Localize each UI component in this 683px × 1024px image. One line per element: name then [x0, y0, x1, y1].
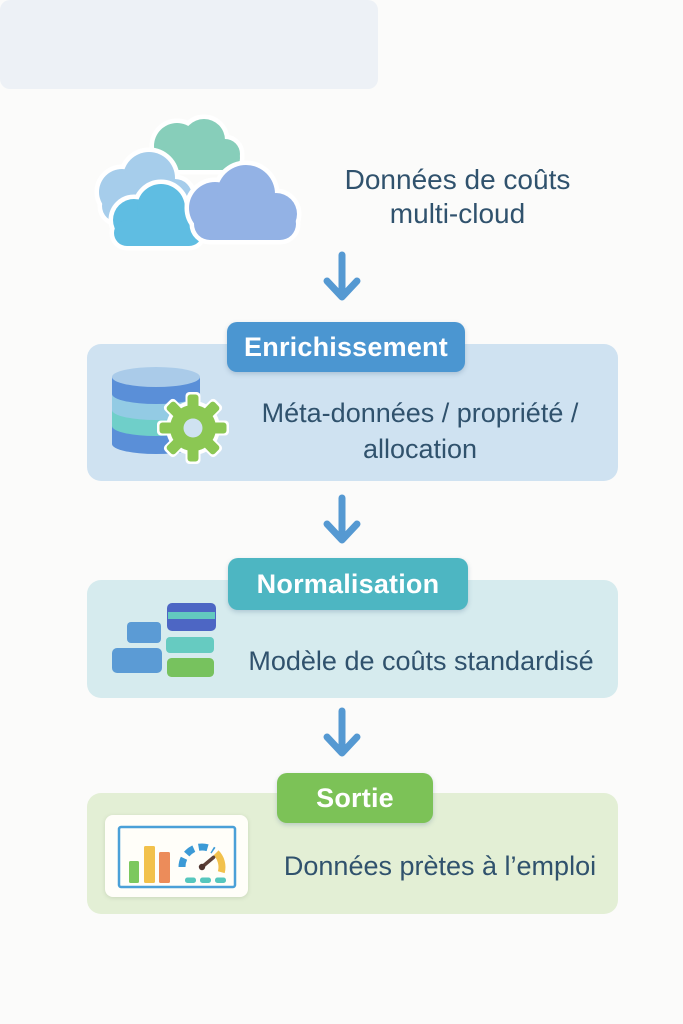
source-title: Données de coûts multi-cloud — [300, 163, 615, 231]
bar-chart-icon — [129, 846, 170, 883]
chart-frame — [117, 825, 237, 889]
dashboard-card — [105, 815, 248, 897]
source-title-line2: multi-cloud — [389, 198, 526, 229]
blocks-left — [112, 622, 162, 673]
blocks-right — [166, 603, 216, 677]
description-line: Modèle de coûts standardisé — [248, 646, 594, 676]
source-title-line1: Données de coûts — [344, 164, 571, 195]
flow-arrow-1 — [323, 251, 361, 301]
step-enrichissement-badge: Enrichissement — [227, 322, 465, 372]
gauge-icon — [178, 843, 226, 874]
step-normalisation-badge: Normalisation — [228, 558, 468, 610]
step-enrichissement-description: Méta-données / propriété / allocation — [230, 395, 610, 467]
multi-cloud-icon — [94, 114, 302, 251]
description-line: Méta-données / propriété / — [261, 398, 579, 428]
cloud-periwinkle-icon — [184, 160, 302, 245]
gear-icon — [157, 392, 229, 464]
gauge-ticks — [185, 877, 226, 883]
source-box — [0, 0, 378, 89]
step-sortie-badge: Sortie — [277, 773, 433, 823]
dashboard-gauge-icon — [117, 825, 237, 889]
database-gear-icon — [112, 367, 229, 464]
description-line: Données prètes à l’emploi — [283, 851, 597, 881]
flow-arrow-2 — [323, 494, 361, 544]
step-sortie-description: Données prètes à l’emploi — [265, 850, 615, 882]
cloud-teal-icon — [149, 114, 245, 175]
stacked-blocks-icon — [112, 603, 216, 677]
description-line: allocation — [362, 434, 478, 464]
flow-arrow-3 — [323, 707, 361, 757]
step-normalisation-description: Modèle de coûts standardisé — [235, 645, 607, 677]
